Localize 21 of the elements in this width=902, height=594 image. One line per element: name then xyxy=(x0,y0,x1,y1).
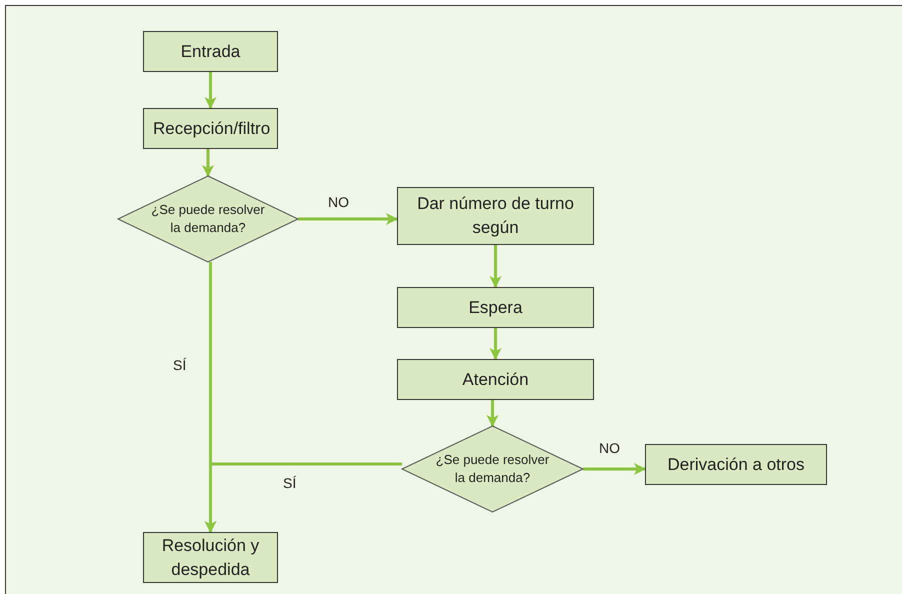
arrow xyxy=(298,213,398,225)
edge-label: NO xyxy=(598,441,621,456)
process-box: Espera xyxy=(397,287,594,328)
decision-text: ¿Se puede resolver la demanda? xyxy=(434,450,550,487)
arrow xyxy=(490,245,502,288)
edge-label: SÍ xyxy=(282,476,298,492)
edge-label: NO xyxy=(327,195,350,210)
arrow xyxy=(202,149,214,177)
arrow xyxy=(204,72,216,109)
process-box: Entrada xyxy=(143,31,278,72)
process-box: Dar número de turno según xyxy=(397,187,594,245)
arrow xyxy=(490,328,502,360)
arrow xyxy=(583,463,646,475)
process-box: Derivación a otros xyxy=(645,444,827,485)
process-box: Resolución y despedida xyxy=(143,532,278,583)
arrow xyxy=(486,400,498,427)
edge-label: SÍ xyxy=(172,358,188,374)
arrow xyxy=(204,462,402,533)
process-box: Recepción/filtro xyxy=(143,108,278,149)
process-box: Atención xyxy=(397,359,594,400)
decision-text: ¿Se puede resolver la demanda? xyxy=(150,200,266,237)
